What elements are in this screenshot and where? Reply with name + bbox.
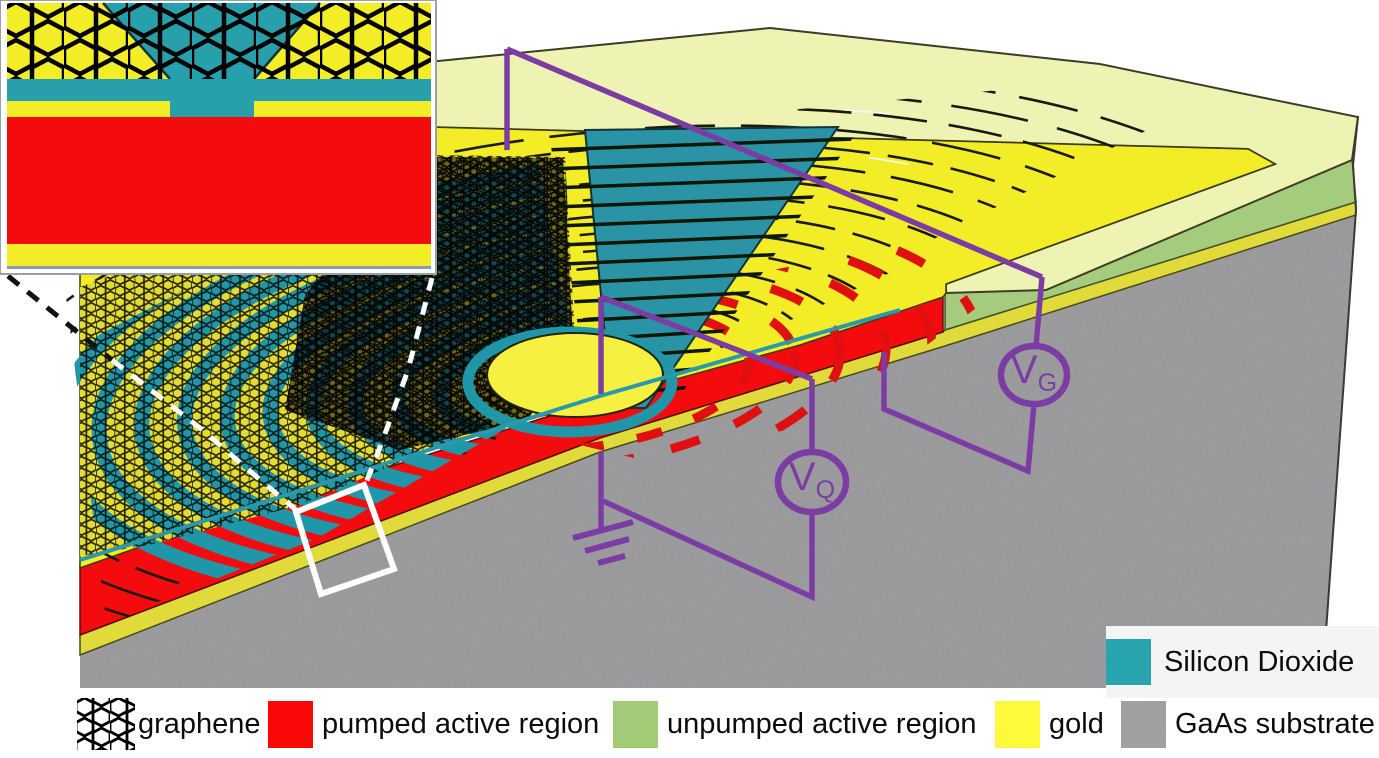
gold-label: gold [1049, 707, 1104, 740]
silicon-dioxide-label: Silicon Dioxide [1164, 645, 1355, 678]
legend-gold: gold [995, 696, 1104, 752]
legend-silicon-dioxide: Silicon Dioxide [1106, 626, 1379, 698]
graphene-label: graphene [138, 707, 261, 740]
ground-icon [572, 519, 634, 566]
vq-source-circle [774, 448, 850, 516]
inset-bottom-gold-layer [7, 244, 431, 266]
graphene-hex-icon [77, 698, 135, 750]
silicon-dioxide-wedge [548, 125, 856, 409]
vq-bottom-lead [601, 498, 815, 602]
vg-top-lead [1033, 276, 1045, 347]
legend-unpumped: unpumped active region [613, 696, 977, 752]
gaas-swatch [1121, 700, 1166, 748]
pumped-label: pumped active region [322, 707, 600, 740]
vg-bottom-lead [881, 352, 1037, 476]
gate-wire-diagonal [505, 46, 1044, 280]
inset-pumped-layer [7, 117, 431, 244]
inset-sio2-notch [170, 79, 254, 117]
bias-circuit-wires [504, 46, 1071, 602]
gold-swatch [995, 700, 1040, 748]
sio2-edge-lip [79, 308, 901, 562]
legend-gaas: GaAs substrate [1121, 696, 1375, 752]
inset-graphene-layer [7, 3, 431, 79]
pumped-swatch [268, 700, 313, 748]
inset-cross-section [0, 0, 437, 275]
unpumped-label: unpumped active region [667, 707, 977, 740]
silicon-dioxide-swatch [1106, 639, 1151, 685]
vg-source-circle [997, 342, 1071, 408]
legend-graphene: graphene [76, 696, 261, 752]
leader-dash-white-left [110, 358, 298, 512]
vq-wire-diagonal [600, 294, 813, 382]
cavity-gold-disc [486, 332, 664, 418]
device-right-edge-outline [1321, 116, 1359, 689]
leader-dash-white-right [363, 277, 435, 484]
gaas-label: GaAs substrate [1175, 707, 1375, 740]
zoom-target-box [292, 481, 398, 598]
cavity-silicon-dioxide-ring [462, 326, 678, 438]
leader-dash-black [6, 274, 114, 362]
unpumped-swatch [613, 700, 658, 748]
legend-pumped: pumped active region [268, 696, 599, 752]
